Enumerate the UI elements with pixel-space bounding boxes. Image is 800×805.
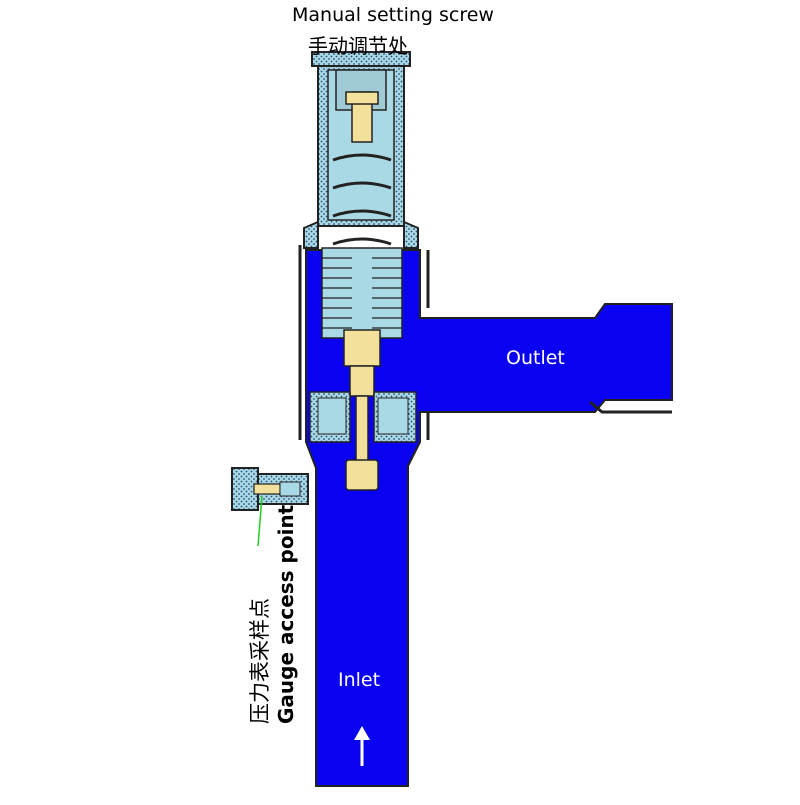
valve-seat: [309, 391, 417, 443]
adjusting-screw: [345, 91, 379, 143]
gauge-label-en: Gauge access point: [274, 504, 298, 724]
gauge-label-zh: 压力表采样点: [248, 598, 272, 724]
manual-setting-label-en: Manual setting screw: [292, 4, 494, 26]
valve-flow-body: [305, 249, 673, 787]
valve-shell-outline: [298, 245, 672, 440]
bellows: [321, 247, 403, 339]
bonnet-housing: [303, 51, 419, 249]
gauge-access-fitting: [231, 467, 309, 511]
valve-stem: [343, 329, 381, 491]
inlet-label: Inlet: [338, 669, 380, 691]
outlet-label: Outlet: [506, 347, 565, 369]
manual-setting-label-zh: 手动调节处: [308, 34, 408, 58]
gauge-access-labels: 压力表采样点 Gauge access point: [244, 464, 308, 724]
gauge-leader-line: [257, 495, 263, 547]
flow-arrow-icon: [354, 726, 370, 766]
